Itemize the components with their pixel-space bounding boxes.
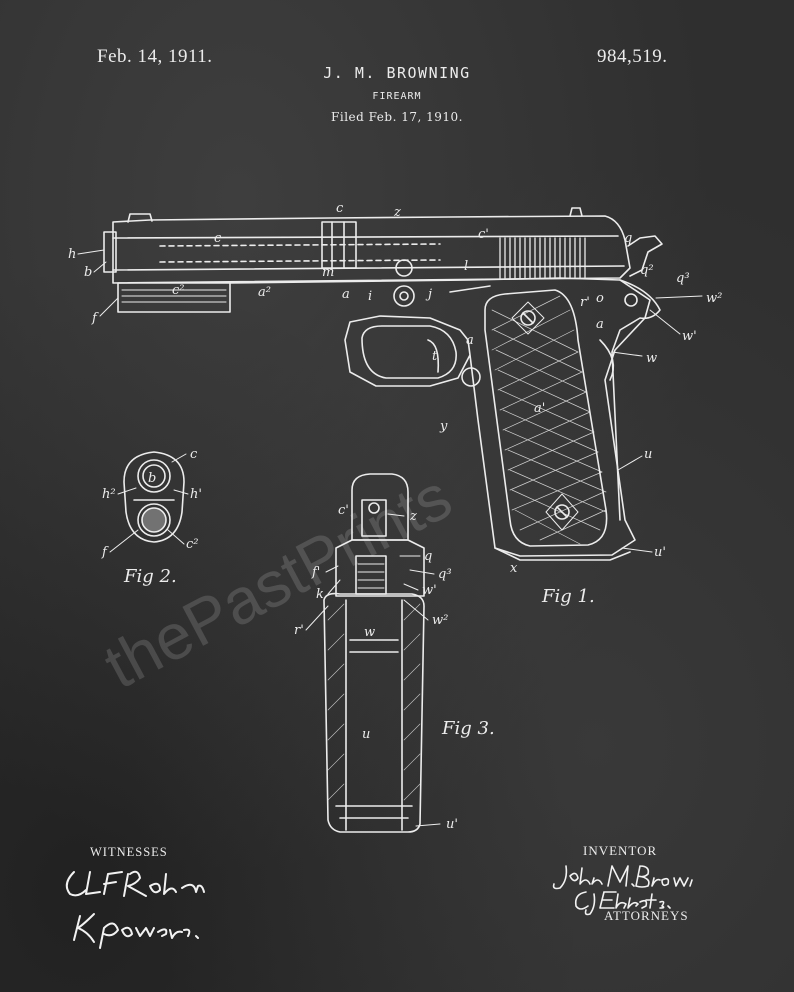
patent-title: FIREARM	[372, 91, 422, 102]
fig3-label: Fig 3.	[442, 718, 495, 739]
svg-text:a²: a²	[258, 285, 271, 300]
svg-text:w': w'	[422, 583, 437, 598]
svg-text:c: c	[214, 231, 222, 246]
witness-2-signature	[73, 913, 199, 949]
svg-text:w²: w²	[432, 613, 448, 628]
leader-lines	[77, 249, 703, 827]
fig1-label: Fig 1.	[542, 586, 595, 607]
inventor-label: INVENTOR	[583, 843, 658, 858]
witness-1-signature	[65, 870, 205, 897]
svg-text:u: u	[644, 447, 652, 462]
svg-text:q³: q³	[438, 567, 452, 582]
svg-text:a': a'	[534, 401, 545, 416]
inventor-name: J. M. BROWNING	[323, 64, 471, 82]
fig2-label: Fig 2.	[124, 566, 177, 587]
svg-text:u': u'	[654, 545, 666, 560]
svg-text:t: t	[432, 349, 438, 364]
inventor-signature	[552, 865, 693, 890]
svg-text:a: a	[596, 317, 604, 332]
svg-text:h': h'	[190, 487, 202, 502]
svg-text:z: z	[409, 509, 417, 524]
svg-text:c²: c²	[186, 537, 199, 552]
svg-text:l: l	[464, 259, 468, 274]
fig1-pistol-side-view	[103, 207, 663, 561]
svg-text:r': r'	[580, 295, 590, 310]
witnesses-label: WITNESSES	[90, 845, 168, 859]
svg-text:b: b	[84, 265, 92, 280]
svg-text:q: q	[424, 549, 432, 564]
svg-text:o: o	[596, 291, 604, 306]
fig3-rear-view	[323, 473, 425, 833]
attorneys-label: ATTORNEYS	[604, 908, 689, 923]
filed-date: Filed Feb. 17, 1910.	[331, 110, 463, 124]
svg-text:q³: q³	[676, 271, 690, 286]
svg-text:w²: w²	[706, 291, 722, 306]
svg-text:f': f'	[311, 565, 320, 580]
patent-date: Feb. 14, 1911.	[97, 46, 213, 67]
svg-text:w': w'	[682, 329, 697, 344]
svg-text:z: z	[393, 205, 401, 220]
svg-text:h²: h²	[102, 487, 116, 502]
svg-text:i: i	[368, 289, 372, 304]
svg-text:f: f	[91, 311, 99, 326]
svg-text:h: h	[68, 247, 76, 262]
svg-text:q²: q²	[640, 263, 654, 278]
svg-text:w: w	[646, 351, 657, 366]
svg-text:y: y	[439, 419, 448, 434]
svg-text:q: q	[624, 231, 632, 246]
svg-text:m: m	[322, 265, 334, 280]
fig2-muzzle-view	[123, 451, 185, 543]
svg-text:c': c'	[478, 227, 489, 242]
svg-text:c: c	[336, 201, 344, 216]
svg-text:c²: c²	[172, 283, 185, 298]
svg-text:a: a	[466, 333, 474, 348]
patent-number: 984,519.	[597, 46, 668, 67]
attorney-signature	[574, 891, 671, 916]
svg-text:u: u	[362, 727, 370, 742]
svg-text:r': r'	[294, 623, 304, 638]
svg-text:j: j	[425, 287, 432, 302]
svg-text:x: x	[510, 561, 518, 576]
svg-text:c': c'	[338, 503, 349, 518]
svg-text:a: a	[342, 287, 350, 302]
svg-text:k: k	[316, 587, 324, 602]
svg-text:u': u'	[446, 817, 458, 832]
svg-text:b: b	[148, 471, 156, 486]
svg-text:c: c	[190, 447, 198, 462]
svg-text:w: w	[364, 625, 375, 640]
svg-text:f: f	[101, 545, 109, 560]
